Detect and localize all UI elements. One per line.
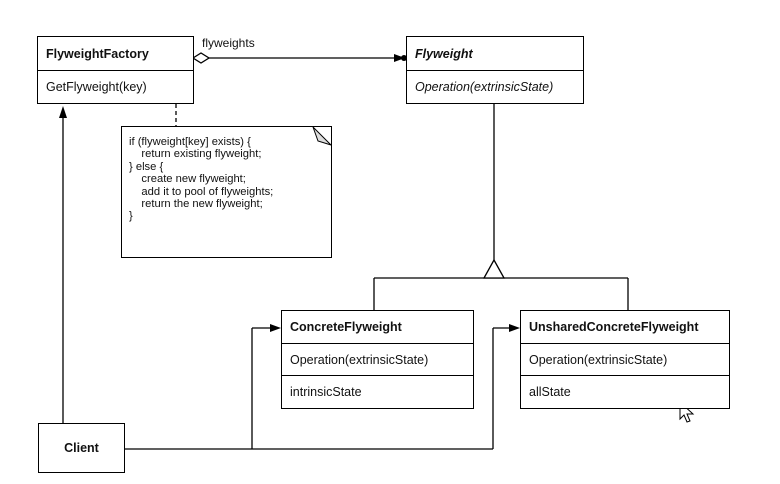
note-line: return the new flyweight;	[129, 198, 263, 211]
flyweight-factory-method: GetFlyweight(key)	[46, 80, 147, 94]
note-line: add it to pool of flyweights;	[129, 185, 274, 198]
factory-logic-note: if (flyweight[key] exists) { return exis…	[121, 126, 332, 258]
flyweight-factory-name: FlyweightFactory	[38, 37, 193, 71]
note-folded-corner	[312, 126, 332, 146]
concrete-flyweight-attribute: intrinsicState	[290, 385, 362, 399]
client-class: Client	[38, 423, 125, 473]
client-factory-arrowhead	[59, 106, 67, 118]
flyweight-method: Operation(extrinsicState)	[415, 80, 554, 94]
flyweight-name: Flyweight	[407, 37, 583, 71]
concrete-flyweight-method: Operation(extrinsicState)	[282, 344, 473, 376]
flyweight-class: Flyweight Operation(extrinsicState)	[406, 36, 584, 104]
flyweight-factory-class: FlyweightFactory GetFlyweight(key)	[37, 36, 194, 104]
unshared-concrete-flyweight-class: UnsharedConcreteFlyweight Operation(extr…	[520, 310, 730, 409]
unshared-concrete-flyweight-method: Operation(extrinsicState)	[521, 344, 729, 376]
aggregation-arrowhead	[394, 54, 405, 62]
aggregation-diamond	[191, 52, 211, 64]
inheritance-triangle	[482, 258, 506, 279]
unshared-concrete-flyweight-attribute: allState	[529, 385, 571, 399]
aggregation-multiplicity-dot	[401, 55, 407, 61]
concrete-flyweight-class: ConcreteFlyweight Operation(extrinsicSta…	[281, 310, 474, 409]
note-line: } else {	[129, 160, 164, 173]
unshared-concrete-flyweight-name: UnsharedConcreteFlyweight	[521, 311, 729, 344]
note-line: }	[129, 210, 133, 223]
client-unshared-arrowhead	[509, 324, 520, 332]
note-line: return existing flyweight;	[129, 148, 262, 161]
note-line: create new flyweight;	[129, 173, 246, 186]
note-line: if (flyweight[key] exists) {	[129, 136, 251, 148]
association-label: flyweights	[202, 36, 255, 50]
client-concrete-arrowhead	[270, 324, 281, 332]
concrete-flyweight-name: ConcreteFlyweight	[282, 311, 473, 344]
